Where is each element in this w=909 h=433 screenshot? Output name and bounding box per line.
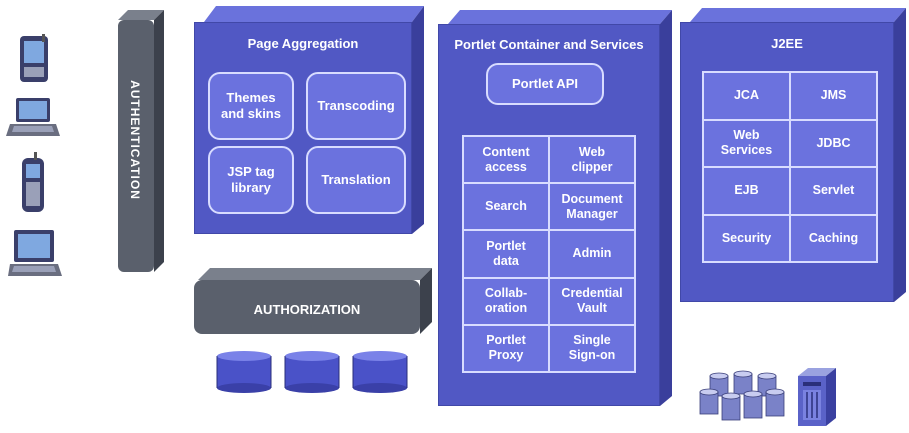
- credential-vault-cell: Credential Vault: [550, 278, 634, 324]
- web-services-cell: Web Services: [704, 120, 789, 166]
- ejb-cell: EJB: [704, 168, 789, 214]
- jsp-tag-library-card: JSP tag library: [208, 146, 294, 214]
- server-icon: [794, 366, 838, 428]
- authentication-layer: AUTHENTICATION: [116, 10, 166, 272]
- portlet-api-card: Portlet API: [486, 63, 604, 105]
- transcoding-card: Transcoding: [306, 72, 406, 140]
- portlet-data-cell: Portlet data: [464, 231, 548, 277]
- jca-cell: JCA: [704, 73, 789, 119]
- database-icon: [216, 351, 272, 393]
- page-aggregation-title: Page Aggregation: [247, 36, 359, 51]
- portlet-services-grid: Content access Web clipper Search Docume…: [462, 135, 636, 373]
- portlet-proxy-cell: Portlet Proxy: [464, 325, 548, 371]
- pda-icon: [14, 34, 54, 86]
- j2ee-title: J2EE: [771, 36, 803, 51]
- desktop-computer-icon: [8, 228, 62, 278]
- single-sign-on-cell: Single Sign-on: [550, 325, 634, 371]
- database-cluster-icon: [698, 370, 788, 426]
- jdbc-cell: JDBC: [791, 120, 876, 166]
- j2ee-services-grid: JCA JMS Web Services JDBC EJB Servlet Se…: [702, 71, 878, 263]
- translation-card: Translation: [306, 146, 406, 214]
- authorization-label: AUTHORIZATION: [253, 302, 361, 317]
- search-cell: Search: [464, 184, 548, 230]
- portlet-container-title: Portlet Container and Services: [454, 37, 644, 52]
- document-manager-cell: Document Manager: [550, 184, 634, 230]
- security-cell: Security: [704, 215, 789, 261]
- servlet-cell: Servlet: [791, 168, 876, 214]
- themes-and-skins-card: Themes and skins: [208, 72, 294, 140]
- caching-cell: Caching: [791, 215, 876, 261]
- collaboration-cell: Collab- oration: [464, 278, 548, 324]
- jms-cell: JMS: [791, 73, 876, 119]
- content-access-cell: Content access: [464, 137, 548, 183]
- web-clipper-cell: Web clipper: [550, 137, 634, 183]
- mobile-phone-icon: [16, 152, 50, 214]
- laptop-icon: [6, 96, 60, 138]
- admin-cell: Admin: [550, 231, 634, 277]
- database-icon: [284, 351, 340, 393]
- authentication-label: AUTHENTICATION: [128, 80, 142, 200]
- database-icon: [352, 351, 408, 393]
